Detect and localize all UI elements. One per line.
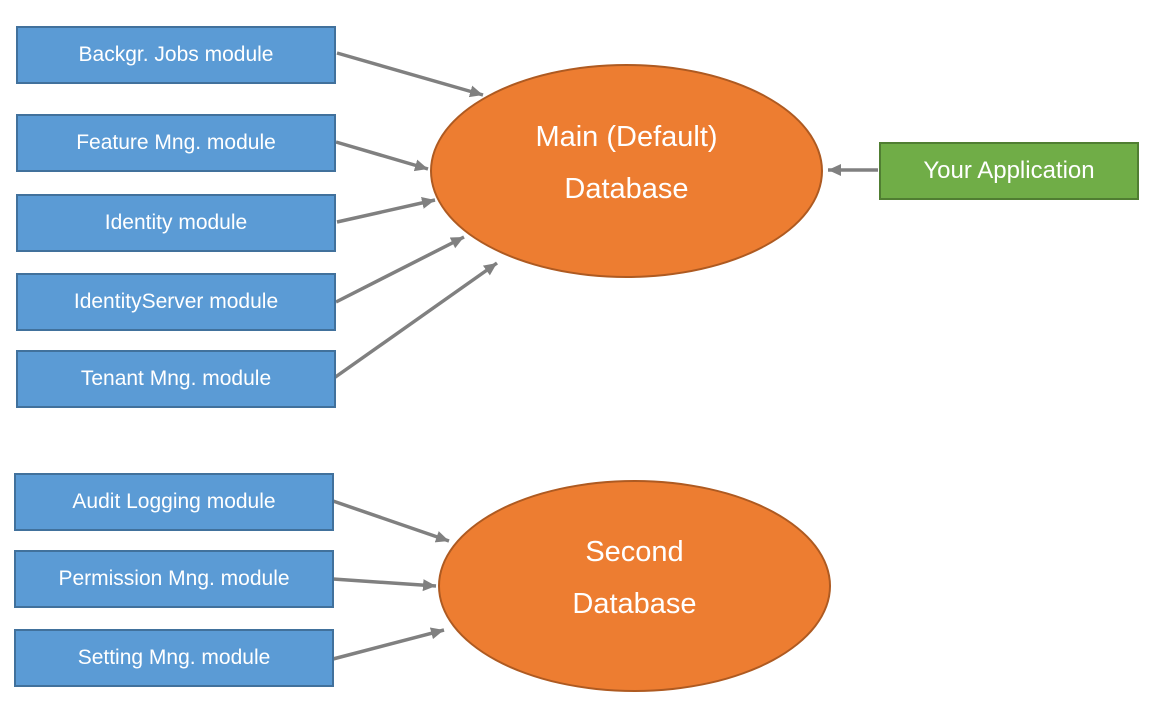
node-feature-mng-module: Feature Mng. module (16, 114, 336, 172)
node-label: Audit Logging module (72, 490, 276, 513)
arrow-identityserver-to-main-db (335, 235, 465, 304)
node-label: IdentityServer module (73, 290, 279, 313)
node-label: Setting Mng. module (77, 646, 271, 669)
node-main-default-database: Main (Default) Database (430, 64, 823, 278)
node-label: Backgr. Jobs module (78, 43, 274, 66)
arrow-permission-mng-to-second-db (332, 577, 437, 592)
node-identityserver-module: IdentityServer module (16, 273, 336, 331)
arrow-identity-to-main-db (336, 196, 436, 224)
arrow-tenant-mng-to-main-db (332, 261, 499, 380)
arrow-audit-logging-to-second-db (332, 499, 450, 543)
arrow-backgr-jobs-to-main-db (336, 51, 484, 98)
node-tenant-mng-module: Tenant Mng. module (16, 350, 336, 408)
node-label: Your Application (923, 157, 1095, 184)
database-label-line1: Main (Default) (535, 121, 718, 153)
node-audit-logging-module: Audit Logging module (14, 473, 334, 531)
node-second-database: Second Database (438, 480, 831, 692)
node-label: Feature Mng. module (76, 131, 276, 154)
database-label-line1: Second (585, 536, 684, 568)
node-permission-mng-module: Permission Mng. module (14, 550, 334, 608)
node-identity-module: Identity module (16, 194, 336, 252)
node-backgr-jobs-module: Backgr. Jobs module (16, 26, 336, 84)
node-setting-mng-module: Setting Mng. module (14, 629, 334, 687)
database-label-line2: Database (564, 173, 689, 205)
database-label-line2: Database (572, 588, 697, 620)
arrow-feature-mng-to-main-db (335, 140, 429, 172)
node-label: Tenant Mng. module (80, 367, 272, 390)
node-label: Permission Mng. module (58, 567, 290, 590)
node-your-application: Your Application (879, 142, 1139, 200)
arrow-setting-mng-to-second-db (332, 627, 445, 661)
node-label: Identity module (104, 211, 248, 234)
